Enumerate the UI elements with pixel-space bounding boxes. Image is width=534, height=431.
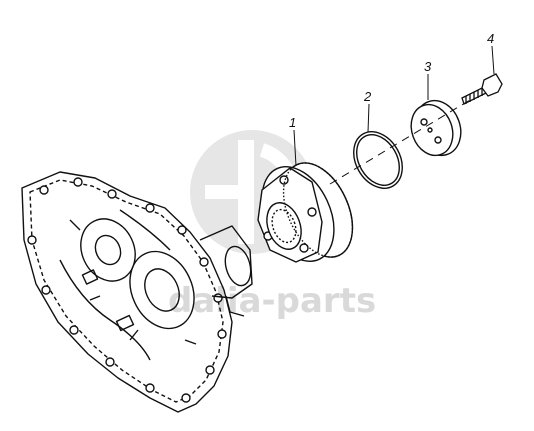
bolt-part-4 bbox=[461, 73, 503, 105]
watermark-text: dalia-parts bbox=[168, 281, 376, 321]
o-ring-part-2 bbox=[353, 131, 403, 189]
callout-1: 1 bbox=[289, 115, 296, 130]
callout-3: 3 bbox=[424, 59, 432, 74]
callout-4: 4 bbox=[487, 31, 494, 46]
flange-part-1 bbox=[257, 162, 354, 263]
callout-2: 2 bbox=[363, 89, 372, 104]
leader-lines bbox=[293, 45, 495, 167]
washer-part-3 bbox=[410, 99, 462, 157]
gearbox-housing bbox=[21, 171, 253, 413]
